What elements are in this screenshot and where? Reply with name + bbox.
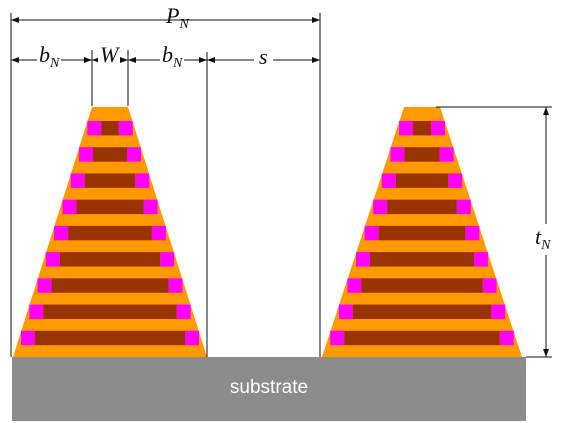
- edge-segment-left: [381, 173, 396, 188]
- bn-left-label: bN: [37, 42, 62, 71]
- edge-segment-right: [430, 121, 445, 136]
- edge-segment-right: [448, 173, 463, 188]
- pillars-group: [13, 107, 522, 357]
- core-layer: [76, 199, 144, 215]
- core-layer: [93, 147, 127, 162]
- edge-segment-left: [21, 330, 36, 346]
- arrowhead: [543, 349, 549, 357]
- bn-left-symbol: b: [39, 42, 50, 67]
- edge-segment-left: [330, 330, 345, 346]
- substrate-block: substrate: [12, 357, 526, 421]
- spacing-symbol: s: [259, 44, 268, 69]
- core-layer: [370, 252, 474, 267]
- core-layer: [378, 225, 466, 241]
- period-subscript: N: [179, 17, 189, 32]
- edge-segment-right: [126, 147, 141, 162]
- core-layer: [352, 304, 492, 319]
- thickness-symbol: t: [535, 224, 542, 249]
- edge-segment-left: [347, 278, 362, 293]
- edge-segment-right: [143, 199, 158, 215]
- edge-segment-left: [79, 147, 94, 162]
- arrowhead: [312, 17, 320, 23]
- pillar-2: [322, 107, 522, 357]
- edge-segment-right: [151, 225, 166, 241]
- bn-right-label: bN: [160, 42, 185, 71]
- core-layer: [84, 173, 136, 188]
- edge-segment-right: [491, 304, 506, 319]
- arrowhead: [207, 57, 215, 63]
- width-label: W: [98, 42, 121, 67]
- core-layer: [51, 278, 169, 293]
- edge-segment-right: [499, 330, 514, 346]
- edge-segment-right: [135, 173, 150, 188]
- edge-segment-left: [29, 304, 44, 319]
- arrowhead: [128, 57, 136, 63]
- core-layer: [101, 121, 119, 136]
- arrowhead: [11, 57, 19, 63]
- edge-segment-right: [473, 252, 488, 267]
- bn-right-symbol: b: [162, 42, 173, 67]
- edge-segment-left: [62, 199, 77, 215]
- core-layer: [404, 147, 440, 162]
- core-layer: [387, 199, 457, 215]
- core-layer: [59, 252, 161, 267]
- arrowhead: [120, 57, 128, 63]
- arrowhead: [11, 17, 19, 23]
- edge-segment-right: [184, 330, 199, 346]
- edge-segment-left: [37, 278, 52, 293]
- core-layer: [413, 121, 431, 136]
- period-label: PN: [166, 5, 189, 32]
- pillar-1: [13, 107, 207, 357]
- arrowhead: [84, 57, 92, 63]
- spacing-label: s: [254, 46, 273, 68]
- bn-right-subscript: N: [173, 56, 183, 71]
- edge-segment-right: [465, 225, 480, 241]
- edge-segment-left: [364, 225, 379, 241]
- bn-left-subscript: N: [50, 56, 60, 71]
- core-layer: [344, 330, 500, 346]
- edge-segment-right: [482, 278, 497, 293]
- edge-segment-left: [356, 252, 371, 267]
- edge-segment-left: [87, 121, 102, 136]
- edge-segment-right: [176, 304, 191, 319]
- edge-segment-right: [439, 147, 454, 162]
- edge-segment-right: [160, 252, 175, 267]
- width-symbol: W: [100, 42, 119, 67]
- edge-segment-right: [118, 121, 133, 136]
- core-layer: [68, 225, 152, 241]
- thickness-label: tN: [535, 224, 551, 255]
- edge-segment-right: [168, 278, 183, 293]
- edge-segment-left: [54, 225, 69, 241]
- period-symbol: P: [166, 3, 180, 28]
- arrowhead: [543, 107, 549, 115]
- arrowhead: [312, 57, 320, 63]
- edge-segment-left: [45, 252, 60, 267]
- edge-segment-left: [70, 173, 85, 188]
- edge-segment-left: [373, 199, 388, 215]
- edge-segment-left: [390, 147, 405, 162]
- core-layer: [361, 278, 483, 293]
- core-layer: [35, 330, 185, 346]
- thickness-subscript: N: [541, 238, 551, 253]
- edge-segment-left: [338, 304, 353, 319]
- edge-segment-left: [399, 121, 414, 136]
- core-layer: [43, 304, 177, 319]
- edge-segment-right: [456, 199, 471, 215]
- substrate-label: substrate: [229, 377, 309, 398]
- core-layer: [395, 173, 449, 188]
- arrowhead: [199, 57, 207, 63]
